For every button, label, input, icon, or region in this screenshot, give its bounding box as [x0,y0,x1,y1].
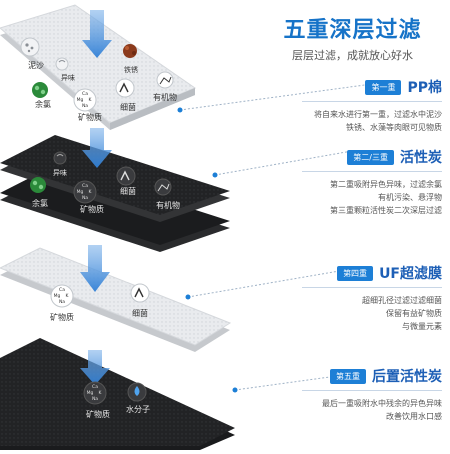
mineral-icon: Ca Mg K Na [50,284,74,308]
page-subtitle: 层层过滤，成就放心好水 [292,49,413,62]
flow-arrow-icon [80,10,112,385]
label-odor: 异味 [61,73,75,82]
mineral-icon: Ca Mg K Na [73,180,97,204]
connector-lines [179,83,373,391]
stage-badge: 第二/三重 [347,149,394,165]
svg-text:Na: Na [82,195,88,201]
svg-text:Mg: Mg [77,97,84,103]
svg-text:Ca: Ca [92,384,98,390]
label-odor: 异味 [53,168,67,177]
chlorine-icon [30,177,46,193]
stage-badge: 第五重 [330,368,366,384]
stage-badge: 第四重 [337,265,374,281]
odor-icon [53,151,67,165]
label-rust: 铁锈 [124,65,138,74]
stage-1-info: 第一重 PP棉 将自来水进行第一重，过滤水中泥沙 铁锈、水藻等肉眼可见物质 [302,77,442,134]
organic-icon [154,178,172,196]
bacteria-icon [130,283,150,303]
stage-description: 第二重吸附异色异味，过滤余氯 有机污染、悬浮物 第三重颗粒活性炭二次深层过滤 [330,180,442,215]
stage-name: 活性炭 [400,150,442,166]
label-bacteria: 细菌 [120,186,136,196]
svg-text:Ca: Ca [59,287,65,293]
label-chlorine: 余氯 [35,99,51,109]
stage-description: 将自来水进行第一重，过滤水中泥沙 铁锈、水藻等肉眼可见物质 [314,110,442,132]
stage-3-info: 第四重 UF超滤膜 超细孔径过滤过滤细菌 保留有益矿物质 与微量元素 [302,263,442,333]
water-drop-icon [127,382,147,402]
stage-description: 超细孔径过滤过滤细菌 保留有益矿物质 与微量元素 [362,296,442,331]
label-mineral: 矿物质 [80,204,104,214]
stage-name: UF超滤膜 [379,266,442,282]
svg-text:Na: Na [82,103,88,109]
stage-badge: 第一重 [365,79,402,95]
svg-text:Na: Na [59,299,65,305]
label-bacteria: 细菌 [120,102,136,112]
divider [302,390,442,391]
label-organic: 有机物 [156,200,180,210]
mineral-icon: Ca Mg K Na [83,381,107,405]
label-chlorine: 余氯 [32,198,48,208]
sand-icon [20,37,40,57]
svg-text:K: K [99,390,103,396]
label-mineral: 矿物质 [50,312,74,322]
stage-description: 最后一重吸附水中残余的异色异味 改善饮用水口感 [322,399,442,421]
bacteria-icon [115,78,135,98]
divider [302,171,442,172]
svg-text:Mg: Mg [87,390,94,396]
svg-text:K: K [89,189,93,195]
svg-text:K: K [89,97,93,103]
label-mineral: 矿物质 [86,409,110,419]
svg-text:Mg: Mg [54,293,61,299]
mineral-icon: Ca Mg K Na [73,88,97,112]
page-title: 五重深层过滤 [283,18,422,43]
stage-4-info: 第五重 后置活性炭 最后一重吸附水中残余的异色异味 改善饮用水口感 [302,366,442,423]
svg-text:K: K [66,293,70,299]
svg-text:Ca: Ca [82,183,88,189]
layer-post-carbon [0,338,235,450]
stage-name: PP棉 [407,80,442,96]
stage-name: 后置活性炭 [372,369,442,385]
svg-text:Na: Na [92,396,98,402]
label-mineral: 矿物质 [78,112,102,122]
layer-activated-carbon [0,135,230,252]
label-sand: 泥沙 [28,61,44,70]
label-water-molecule: 水分子 [126,404,150,414]
label-organic: 有机物 [153,92,177,102]
stage-2-info: 第二/三重 活性炭 第二重吸附异色异味，过滤余氯 有机污染、悬浮物 第三重颗粒活… [302,147,442,217]
label-bacteria: 细菌 [132,308,148,318]
layer-pp-cotton [0,4,197,130]
organic-icon [156,71,174,89]
chlorine-icon [32,82,48,98]
svg-text:Mg: Mg [77,189,84,195]
odor-icon [55,57,69,71]
svg-text:Ca: Ca [82,91,88,97]
rust-icon [123,44,137,58]
divider [302,287,442,288]
layer-uf-membrane [0,247,232,352]
divider [302,101,442,102]
bacteria-icon [116,166,136,186]
